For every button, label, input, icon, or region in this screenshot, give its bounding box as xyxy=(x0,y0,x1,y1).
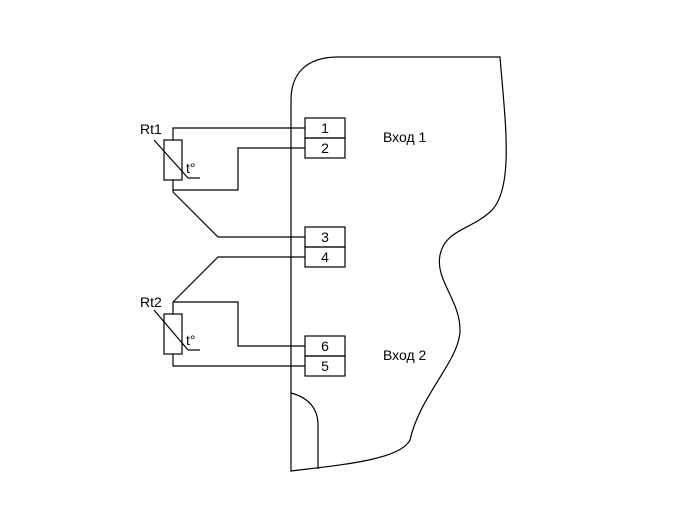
wire-terminal-4-to-rt2 xyxy=(172,256,305,303)
rt2-temp-label: t° xyxy=(186,332,196,348)
terminal-1-label: 1 xyxy=(321,120,329,136)
rt2-label: Rt2 xyxy=(140,294,162,310)
rt1-temp-label: t° xyxy=(186,160,196,176)
terminal-4-label: 4 xyxy=(321,249,329,265)
terminal-3-label: 3 xyxy=(321,229,329,245)
wire-terminal-2-loop xyxy=(173,147,305,191)
input-1-label: Вход 1 xyxy=(383,129,427,145)
input-2-label: Вход 2 xyxy=(383,347,427,363)
device-housing-outline xyxy=(290,56,507,472)
wire-rt1-to-terminal-1 xyxy=(172,127,305,140)
terminal-5-label: 5 xyxy=(321,358,329,374)
terminal-2-label: 2 xyxy=(321,140,329,156)
housing-inner-bracket xyxy=(290,392,319,469)
wire-rt1-to-terminal-3 xyxy=(172,191,305,238)
wire-rt2-to-terminal-5 xyxy=(172,354,305,367)
terminal-6-label: 6 xyxy=(321,338,329,354)
rt1-label: Rt1 xyxy=(140,121,162,137)
wire-rt2-to-terminal-6 xyxy=(173,301,305,347)
